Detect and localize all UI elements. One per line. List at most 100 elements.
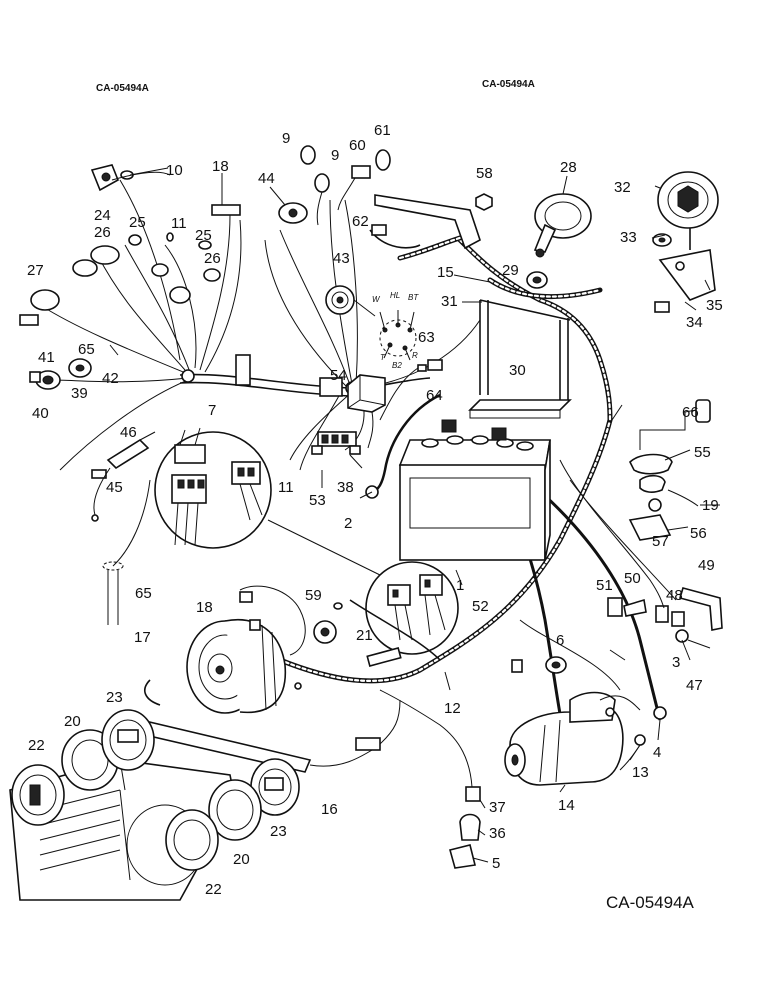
alternator xyxy=(186,585,306,714)
taped-harness xyxy=(277,232,613,684)
callout-label: 41 xyxy=(38,349,55,366)
callout-label: 34 xyxy=(686,314,703,331)
horn-28 xyxy=(533,193,592,258)
callout-label: 13 xyxy=(632,764,649,781)
callout-label: 29 xyxy=(502,262,519,279)
callout-label: 32 xyxy=(614,179,631,196)
detail-circle-left xyxy=(154,427,381,576)
headlights-right xyxy=(165,758,300,871)
callout-label: 18 xyxy=(196,599,213,616)
callout-label: 38 xyxy=(337,479,354,496)
parts-37-36-5 xyxy=(379,689,481,869)
callout-label: 65 xyxy=(135,585,152,602)
callout-label: 17 xyxy=(134,629,151,646)
callout-label: 58 xyxy=(476,165,493,182)
horn-32 xyxy=(657,171,719,301)
callout-label: 40 xyxy=(32,405,49,422)
switch-terminal-label: HL xyxy=(390,291,400,300)
callout-label: 47 xyxy=(686,677,703,694)
callout-label: 20 xyxy=(64,713,81,730)
callout-label: 53 xyxy=(309,492,326,509)
switch-terminal-label: BT xyxy=(408,293,419,302)
callout-label: 54 xyxy=(330,367,347,384)
callout-label: 3 xyxy=(672,654,680,671)
callout-label: 4 xyxy=(653,744,661,761)
header-code-left: CA-05494A xyxy=(96,83,149,94)
callout-label: 25 xyxy=(195,227,212,244)
callout-label: 21 xyxy=(356,627,373,644)
callout-label: 14 xyxy=(558,797,575,814)
callout-label: 7 xyxy=(208,402,216,419)
callout-label: 15 xyxy=(437,264,454,281)
battery xyxy=(398,419,551,561)
flasher xyxy=(347,374,386,449)
callout-label: 65 xyxy=(78,341,95,358)
indicator-lamps xyxy=(29,344,119,390)
small-hardware xyxy=(475,193,672,313)
callout-label: 44 xyxy=(258,170,275,187)
switch-terminal-label: R xyxy=(412,351,418,360)
battery-tray xyxy=(468,299,572,419)
callout-label: 55 xyxy=(694,444,711,461)
socket-59 xyxy=(313,602,402,667)
callout-label: 62 xyxy=(352,213,369,230)
callout-label: 46 xyxy=(120,424,137,441)
callout-label: 39 xyxy=(71,385,88,402)
callout-label: 2 xyxy=(344,515,352,532)
switch-terminal-label: W xyxy=(372,295,381,304)
footer-code: CA-05494A xyxy=(606,893,694,912)
callout-label: 20 xyxy=(233,851,250,868)
callout-label: 11 xyxy=(171,215,187,232)
callout-label: 6 xyxy=(556,632,564,649)
callout-label: 43 xyxy=(333,250,350,267)
switch-terminal-label: T xyxy=(380,353,386,362)
clamp-6 xyxy=(545,656,567,674)
callout-label: 9 xyxy=(282,130,290,147)
callout-label: 22 xyxy=(28,737,45,754)
starter-motor xyxy=(504,691,641,786)
callout-label: 23 xyxy=(270,823,287,840)
callout-label: 57 xyxy=(652,533,669,550)
callout-label: 1 xyxy=(456,577,464,594)
callout-label: 23 xyxy=(106,689,123,706)
callout-label: 51 xyxy=(596,577,613,594)
callout-label: 11 xyxy=(278,479,294,496)
callout-label: 18 xyxy=(212,158,229,175)
callout-label: 12 xyxy=(444,700,461,717)
callout-label: 56 xyxy=(690,525,707,542)
switch-terminal-label: B2 xyxy=(392,361,402,370)
callout-label: 52 xyxy=(472,598,489,615)
callout-label: 45 xyxy=(106,479,123,496)
callout-labels: 1 2 3 4 5 6 7 9 9 10 11 11 12 13 14 15 1… xyxy=(27,122,723,898)
callout-label: 10 xyxy=(166,162,183,179)
callout-label: 36 xyxy=(489,825,506,842)
callout-label: 22 xyxy=(205,881,222,898)
callout-label: 5 xyxy=(492,855,500,872)
headlights-left xyxy=(11,679,161,826)
callout-label: 59 xyxy=(305,587,322,604)
callout-label: 66 xyxy=(682,404,699,421)
callout-label: 63 xyxy=(418,329,435,346)
callout-label: 27 xyxy=(27,262,44,279)
callout-label: 42 xyxy=(102,370,119,387)
callout-label: 60 xyxy=(349,137,366,154)
callout-label: 64 xyxy=(426,387,443,404)
callout-label: 19 xyxy=(702,497,719,514)
callout-label: 24 xyxy=(94,207,111,224)
cluster-sockets xyxy=(19,164,241,326)
callout-label: 61 xyxy=(374,122,391,139)
callout-label: 9 xyxy=(331,147,339,164)
callout-label: 31 xyxy=(441,293,458,310)
callout-label: 50 xyxy=(624,570,641,587)
sender-46 xyxy=(91,431,156,522)
callout-label: 16 xyxy=(321,801,338,818)
light-switch xyxy=(325,285,417,361)
detail-circle-right xyxy=(365,561,459,655)
switch-terminal-labels: W HL BT T B2 R xyxy=(372,291,419,370)
header-code-right: CA-05494A xyxy=(482,79,535,90)
connectors-63-64 xyxy=(379,359,443,421)
callout-label: 28 xyxy=(560,159,577,176)
callout-label: 49 xyxy=(698,557,715,574)
bulbs-top xyxy=(300,145,391,226)
